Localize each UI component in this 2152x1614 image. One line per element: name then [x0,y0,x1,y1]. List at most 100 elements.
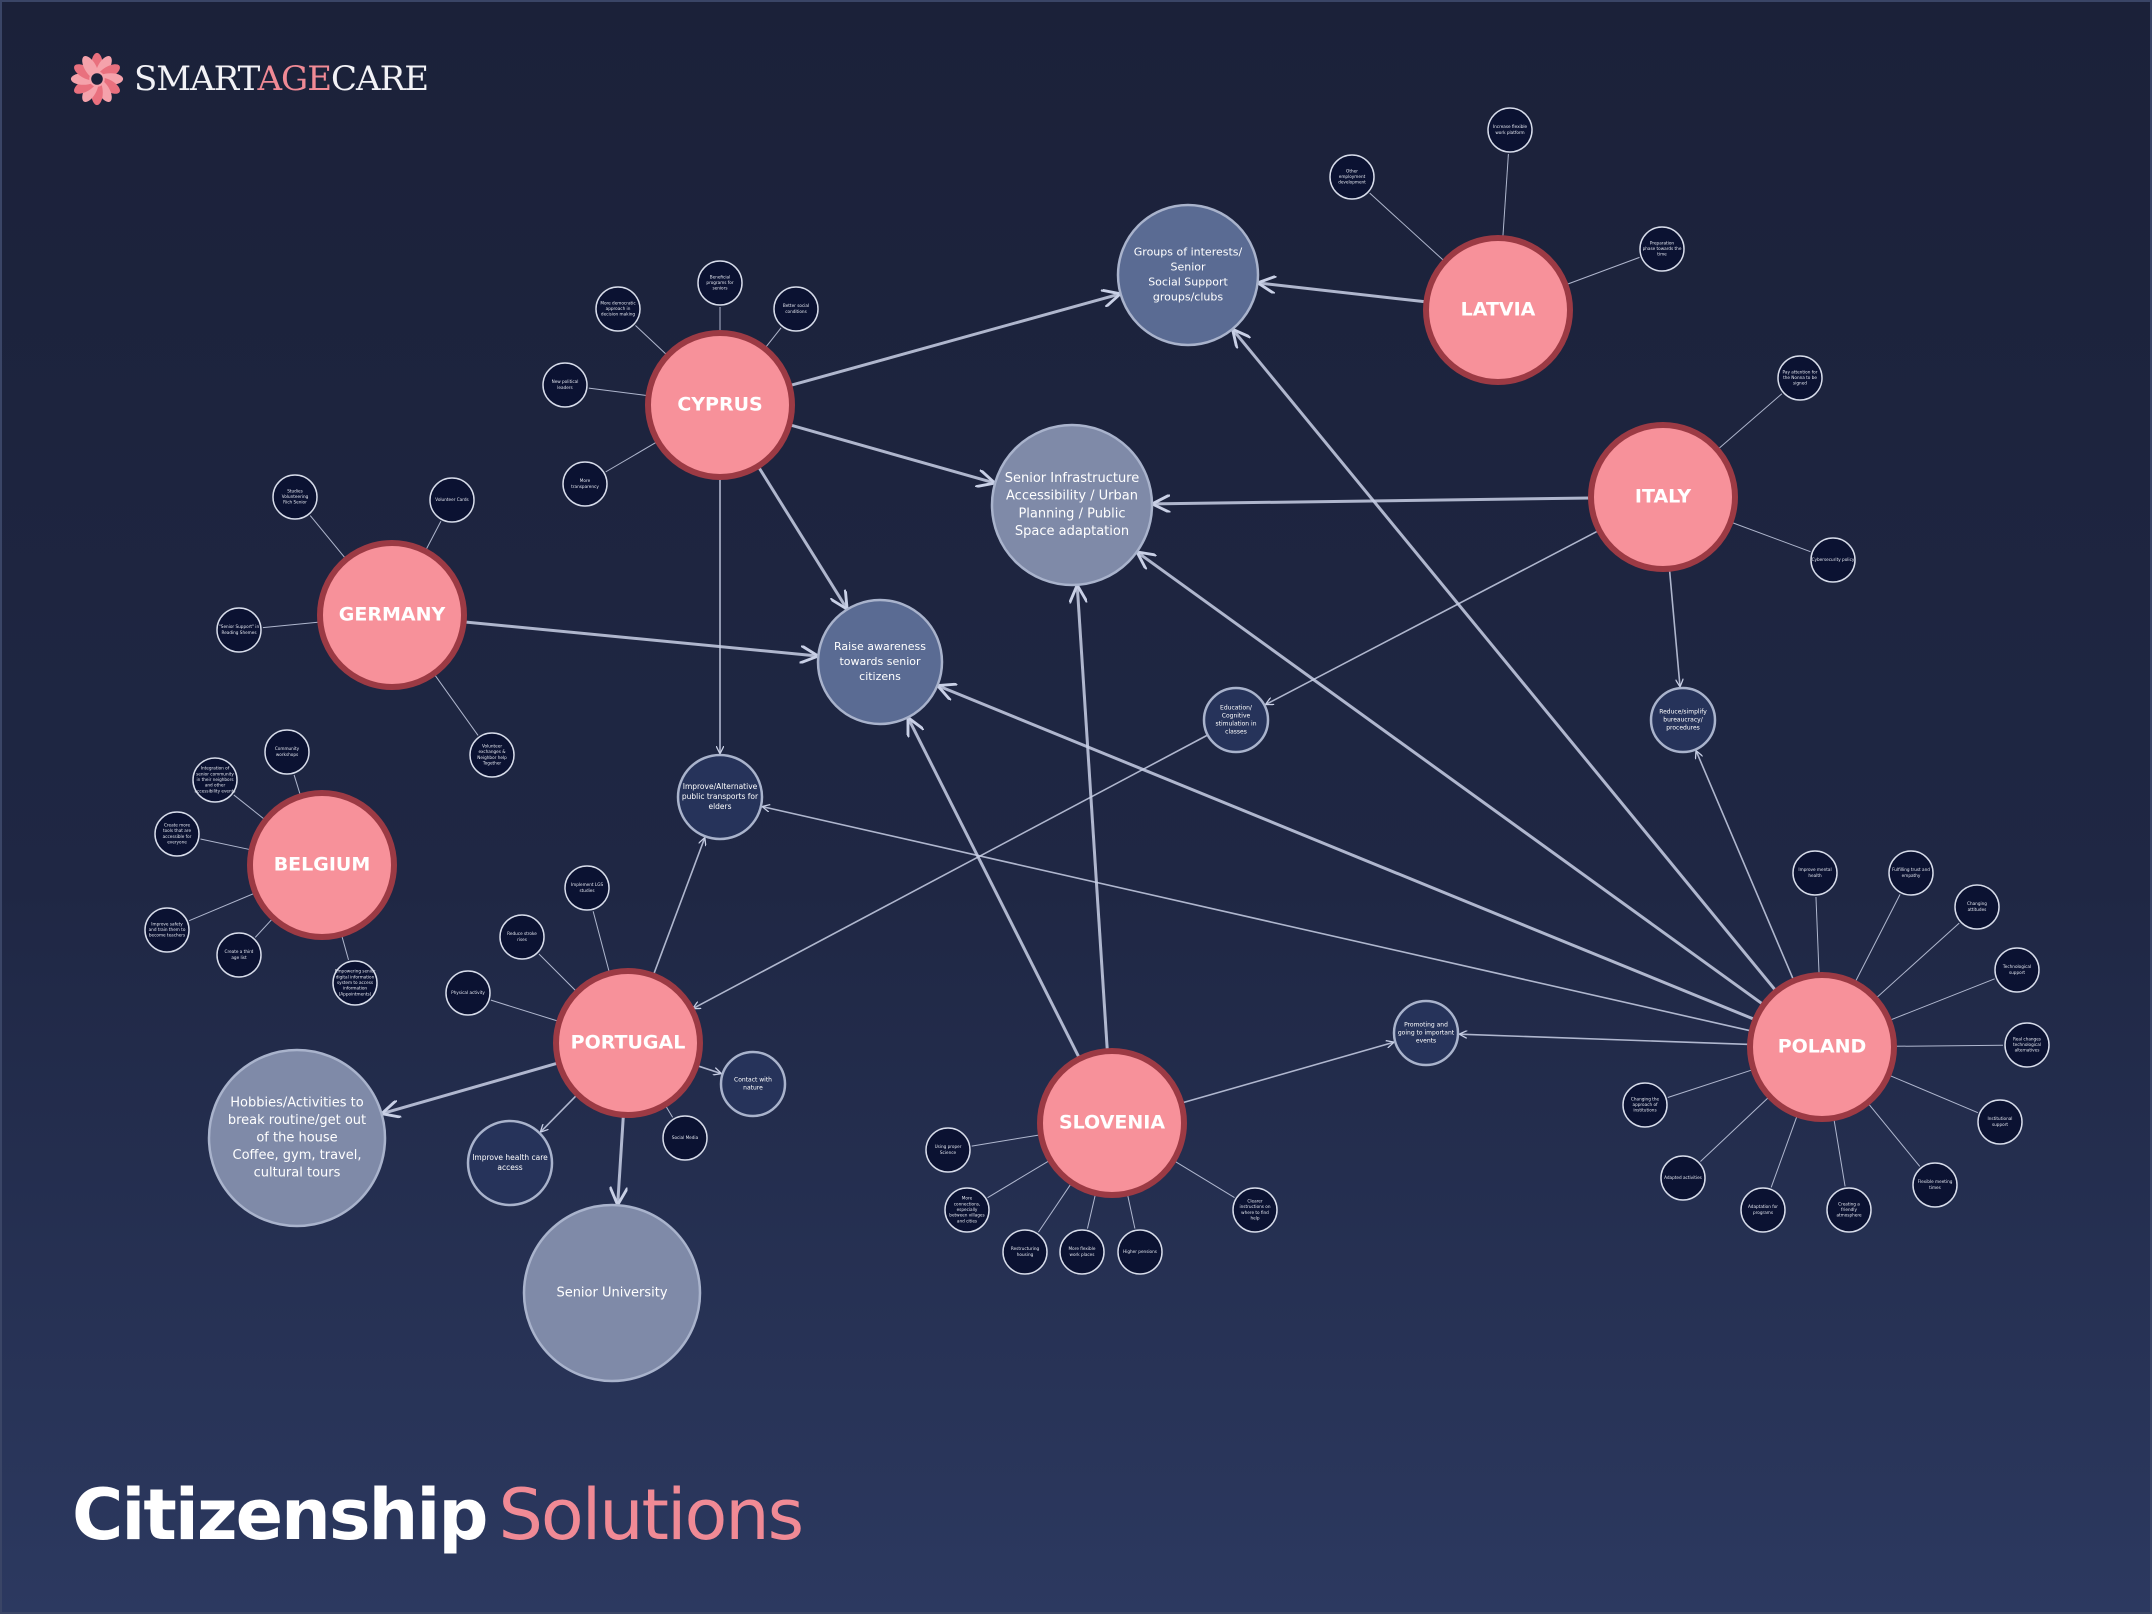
country-node-italy: ITALY [1588,422,1738,572]
hub-circle [676,753,764,841]
leaf-circle [216,607,262,653]
leaf-label-line: Physical activity [451,990,485,995]
leaf-label-line: seniors [712,286,727,291]
leaf-label-line: Volunteer Cards [435,497,468,502]
leaf-circle [1912,1162,1958,1208]
leaf-label-line: More democratic [600,300,636,305]
hub-label-line: nature [743,1085,763,1092]
leaf-label-line: digital information [336,974,375,979]
leaf-label-line: friendly [1841,1207,1857,1212]
spoke-slovenia-sl3 [1038,1182,1073,1233]
spoke-italy-it2 [1730,521,1811,553]
hub-label-line: cultural tours [254,1166,341,1181]
hub-label-line: going to important [1398,1030,1455,1037]
spoke-germany-ge3 [262,621,321,629]
country-label: BELGIUM [274,854,371,876]
leaf-label-line: Flexible meeting [1918,1179,1953,1184]
arrow-latvia-to-groups [1260,283,1427,304]
hub-label-line: Senior [1170,261,1206,274]
arrow-germany-to-aware [463,620,817,656]
leaf-node-pl10: Adapted activities [1660,1155,1706,1201]
country-label: POLAND [1778,1036,1867,1058]
hub-label-line: Hobbies/Activities to [230,1095,364,1110]
spoke-poland-pl1 [1815,896,1820,976]
leaf-label-line: technological [2013,1042,2041,1047]
leaf-circle [944,1187,990,1233]
leaf-label-line: signed [1793,381,1807,386]
leaf-circle [192,757,238,803]
arrow-italy-to-education [1266,529,1600,704]
leaf-circle [1232,1187,1278,1233]
hub-label-line: Accessibility / Urban [1006,489,1138,504]
leaf-label-line: Reading Shemes [221,630,256,635]
country-label: SLOVENIA [1059,1112,1165,1134]
leaf-node-po3: Physical activity [445,970,491,1016]
hub-label-line: groups/clubs [1153,290,1223,303]
leaf-label-line: help [1250,1216,1259,1221]
arrow-portugal-to-health [541,1093,579,1131]
hub-circle [1649,686,1717,754]
hub-label-line: Groups of interests/ [1134,246,1243,259]
leaf-label-line: empathy [1902,873,1921,878]
leaf-circle [1059,1229,1105,1275]
hub-circle [1392,999,1460,1067]
country-circle [1423,235,1573,385]
leaf-label-line: Social Media [672,1135,699,1140]
hub-label-line: events [1416,1038,1436,1045]
leaf-label-line: the Nonna to be [1783,375,1817,380]
leaf-label-line: approach of [1633,1102,1658,1107]
hub-label-line: Contact with [734,1076,772,1083]
leaf-label-line: Integration of [201,766,230,771]
hub-label-line: public transports for [682,792,759,801]
leaf-label-line: "Senior Support" in [219,624,260,629]
leaf-label-line: Fulfilling trust and [1892,867,1930,872]
hub-circle [1116,203,1260,347]
leaf-label-line: conditions [785,309,807,314]
hub-label-line: stimulation in [1215,721,1256,728]
leaf-label-line: times [1929,1185,1941,1190]
connector-lines [188,153,2004,1233]
leaf-label-line: everyone [167,840,187,845]
leaf-label-line: and other [205,783,226,788]
logo-part-smart: SMART [134,59,258,99]
leaf-circle [2004,1022,2050,1068]
spoke-slovenia-sl4 [1086,1193,1097,1229]
spoke-belgium-be2 [233,794,266,821]
country-node-slovenia: SLOVENIA [1037,1048,1187,1198]
hub-label-line: Education/ [1220,704,1253,711]
leaf-circle [1777,355,1823,401]
leaf-circle [1826,1187,1872,1233]
leaf-circle [542,362,588,408]
leaf-label-line: Other [1346,168,1358,173]
leaf-label-line: Improve mental [1798,867,1831,872]
spoke-slovenia-sl5 [1126,1193,1136,1229]
leaf-circle [1888,850,1934,896]
leaf-label-line: Better social [783,303,809,308]
country-circle [1588,422,1738,572]
leaf-circle [662,1115,708,1161]
leaf-circle [564,865,610,911]
leaf-label-line: age list [231,955,247,960]
leaf-label-line: Creating a [1838,1201,1860,1206]
spoke-poland-pl9 [1770,1114,1798,1188]
leaf-circle [216,932,262,978]
spoke-portugal-po1 [592,911,611,974]
hub-label-line: towards senior [839,655,921,668]
hub-circle [207,1048,387,1228]
hub-circle [816,598,944,726]
leaf-label-line: Increase flexible [1493,124,1528,129]
country-label: CYPRUS [677,394,762,416]
hub-label-line: Social Support [1148,275,1228,288]
hub-label-line: access [497,1163,522,1172]
